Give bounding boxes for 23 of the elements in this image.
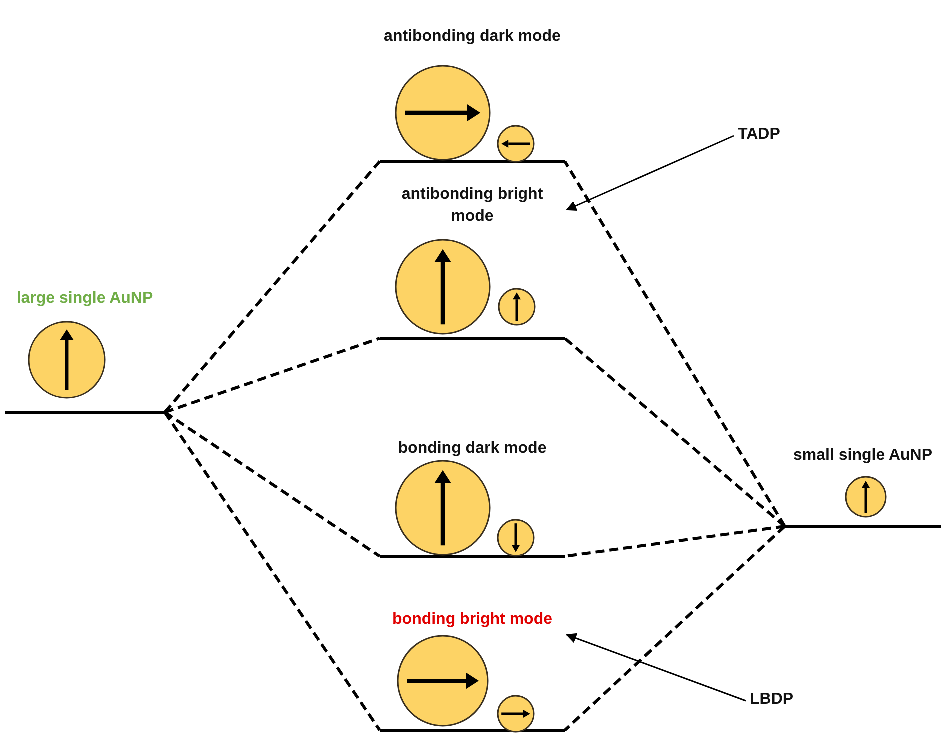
energy-level [380, 184, 565, 340]
annotation-label: TADP [738, 124, 784, 148]
leader-arrow [566, 135, 734, 211]
energy-level [380, 438, 565, 558]
energy-level [785, 445, 941, 528]
energy-level [5, 288, 165, 414]
level-label: bonding dark mode [397, 439, 548, 459]
correlation-line [564, 160, 786, 528]
correlation-line [164, 160, 382, 414]
energy-level [380, 609, 565, 732]
correlation-line [164, 337, 380, 414]
energy-level [380, 26, 565, 163]
correlation-line [164, 412, 382, 732]
level-label: bonding bright mode [392, 610, 554, 630]
correlation-line [564, 337, 786, 528]
annotation-label: LBDP [750, 689, 796, 713]
correlation-line [564, 525, 786, 732]
level-label: antibonding bright mode [400, 185, 544, 227]
correlation-line [164, 411, 381, 558]
level-label: large single AuNP [16, 289, 154, 309]
level-label: small single AuNP [792, 446, 934, 466]
leader-arrow [566, 633, 746, 702]
level-label: antibonding dark mode [383, 27, 562, 47]
